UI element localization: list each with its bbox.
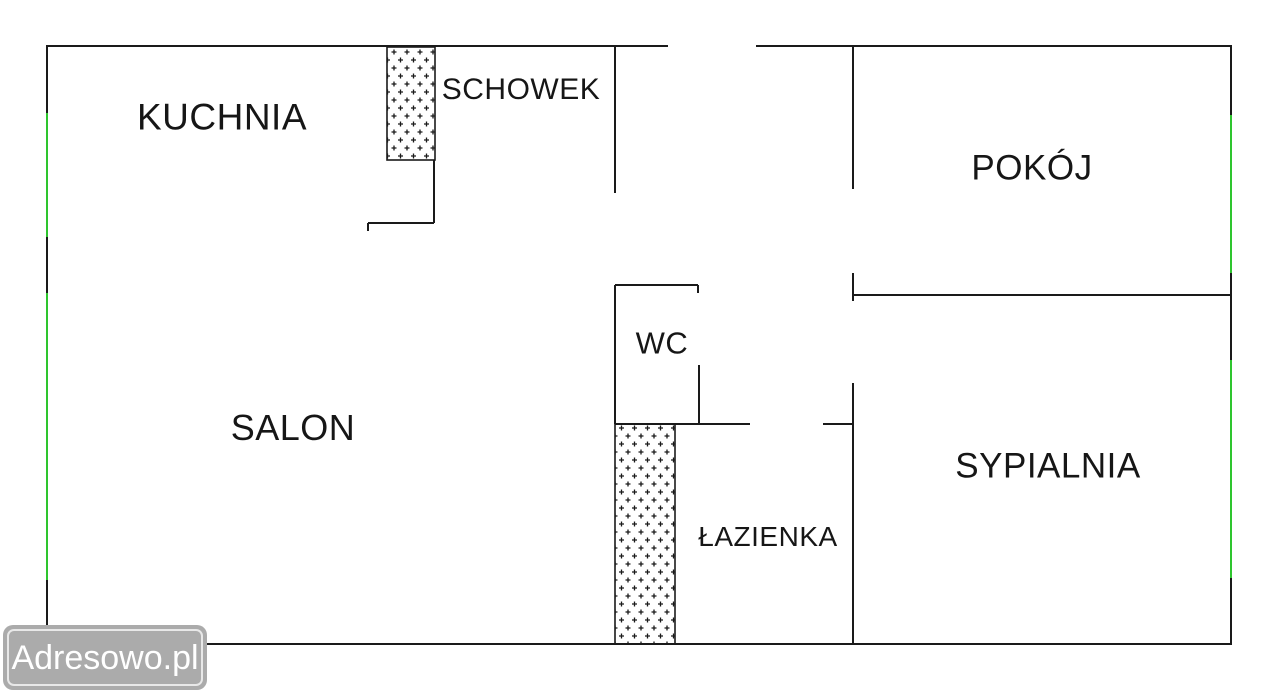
room-label-schowek: SCHOWEK: [441, 73, 601, 106]
adresowo-watermark-border: Adresowo.pl: [7, 629, 203, 686]
room-label-lazienka: ŁAZIENKA: [698, 521, 838, 552]
room-label-sypialnia: SYPIALNIA: [955, 446, 1141, 486]
adresowo-watermark: Adresowo.pl: [3, 625, 207, 690]
room-label-salon: SALON: [230, 407, 356, 448]
wc-walls: [614, 284, 853, 425]
interior-walls: [367, 46, 1231, 644]
adresowo-watermark-text: Adresowo.pl: [11, 638, 199, 677]
windows: [45, 113, 1233, 580]
room-label-wc: WC: [635, 325, 689, 361]
room-label-kuchnia: KUCHNIA: [136, 96, 308, 138]
room-label-pokoj: POKÓJ: [971, 148, 1093, 188]
kitchen-stub-wall: [367, 160, 435, 231]
chimney-schowek: [386, 46, 436, 161]
room-divider-wall: [852, 273, 1231, 301]
chimney-lazienka: [614, 423, 676, 645]
